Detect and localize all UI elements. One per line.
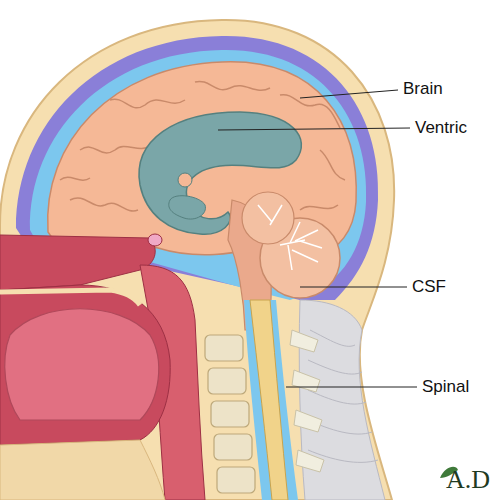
- third-ventricle: [169, 196, 206, 219]
- muscle-fibres: [308, 330, 378, 462]
- part-label: Ventric: [415, 119, 467, 138]
- part-label: Spinal: [422, 378, 469, 397]
- nasal-cavity: [0, 235, 155, 290]
- spinal-cord: [250, 300, 288, 500]
- pituitary: [148, 234, 162, 246]
- spinous-processes: [290, 330, 324, 472]
- leader-lines: [218, 90, 417, 387]
- part-label: CSF: [412, 278, 446, 297]
- watermark-logo: A.D: [446, 466, 490, 495]
- arbor-vitae: [258, 205, 322, 270]
- vertebrae: [205, 335, 255, 493]
- foramen: [178, 173, 192, 187]
- tongue: [5, 309, 159, 420]
- palate: [0, 290, 140, 305]
- jaw: [0, 440, 165, 500]
- part-label: Brain: [403, 80, 443, 99]
- head-skin: [0, 20, 394, 500]
- oral-cavity: [0, 285, 170, 445]
